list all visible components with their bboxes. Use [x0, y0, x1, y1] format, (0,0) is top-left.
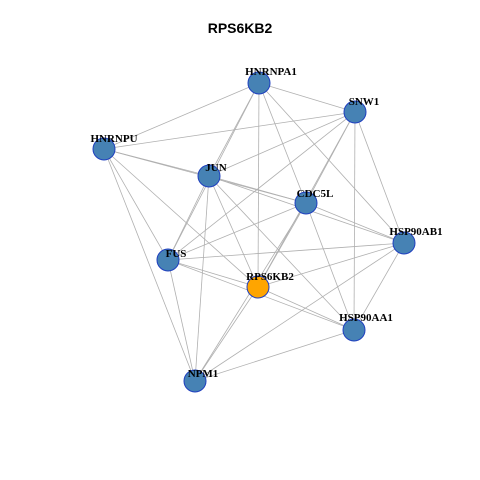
edge-rps6kb2-hsp90aa1: [257, 286, 355, 331]
node-label-hsp90aa1: HSP90AA1: [339, 312, 393, 324]
edge-hsp90ab1-rps6kb2: [257, 242, 405, 288]
edge-hnrnpa1-hnrnpu: [103, 82, 260, 150]
edge-cdc5l-hsp90aa1: [305, 202, 355, 331]
edge-jun-rps6kb2: [208, 175, 259, 288]
edge-snw1-hsp90aa1: [353, 111, 356, 331]
edge-cdc5l-rps6kb2: [257, 202, 307, 288]
edge-fus-rps6kb2: [167, 259, 259, 288]
edge-snw1-jun: [208, 111, 356, 177]
node-rps6kb2[interactable]: [246, 275, 270, 299]
node-label-hnrnpa1: HNRNPA1: [245, 66, 297, 78]
node-npm1[interactable]: [183, 369, 207, 393]
node-layer: [92, 71, 416, 393]
edge-snw1-fus: [167, 111, 356, 261]
edge-fus-npm1: [167, 259, 196, 382]
edge-snw1-hsp90ab1: [354, 111, 405, 244]
edge-hnrnpu-fus: [103, 148, 169, 261]
node-hsp90aa1[interactable]: [342, 318, 366, 342]
edge-hnrnpa1-snw1: [258, 82, 356, 113]
node-label-snw1: SNW1: [349, 96, 380, 108]
edge-jun-fus: [167, 175, 210, 261]
node-label-cdc5l: CDC5L: [297, 188, 334, 200]
node-hnrnpu[interactable]: [92, 137, 116, 161]
node-hnrnpa1[interactable]: [247, 71, 271, 95]
node-label-rps6kb2: RPS6KB2: [246, 271, 294, 283]
edge-jun-npm1: [194, 175, 210, 382]
graph-title: RPS6KB2: [207, 20, 273, 36]
edge-rps6kb2-npm1: [194, 286, 259, 382]
node-hsp90ab1[interactable]: [392, 231, 416, 255]
node-label-hnrnpu: HNRNPU: [90, 133, 137, 145]
edge-hsp90ab1-hsp90aa1: [353, 242, 405, 331]
edge-hsp90ab1-fus: [167, 242, 405, 261]
node-label-fus: FUS: [166, 248, 187, 260]
node-jun[interactable]: [197, 164, 221, 188]
node-label-jun: JUN: [205, 162, 226, 174]
edge-jun-hsp90aa1: [208, 175, 355, 331]
node-fus[interactable]: [156, 248, 180, 272]
node-cdc5l[interactable]: [294, 191, 318, 215]
edge-hsp90ab1-npm1: [194, 242, 405, 382]
edge-cdc5l-fus: [167, 202, 307, 261]
edge-layer: [103, 82, 405, 382]
node-label-hsp90ab1: HSP90AB1: [389, 226, 442, 238]
node-snw1[interactable]: [343, 100, 367, 124]
edge-hnrnpa1-rps6kb2: [257, 82, 260, 288]
edge-hsp90aa1-npm1: [194, 329, 355, 382]
edge-snw1-hnrnpu: [103, 111, 356, 150]
edge-hnrnpu-rps6kb2: [103, 148, 259, 288]
edge-hnrnpa1-hsp90ab1: [258, 82, 405, 244]
node-label-npm1: NPM1: [188, 368, 219, 380]
edge-hnrnpa1-cdc5l: [258, 82, 307, 204]
edge-jun-cdc5l: [208, 175, 307, 204]
edge-cdc5l-hsp90ab1: [305, 202, 405, 244]
edge-hnrnpu-npm1: [103, 148, 196, 382]
